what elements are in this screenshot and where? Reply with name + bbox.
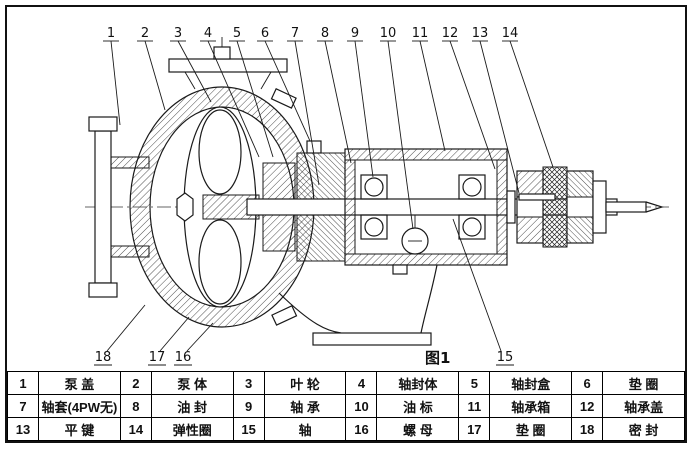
part-name-cell: 泵 体: [150, 371, 234, 395]
drawing-area: 1 2 3 4 5 6 7 8 9 10 11 12 13 14 18 17 1…: [7, 7, 685, 371]
callout-label-11: 11: [412, 26, 429, 41]
callout-label-10: 10: [380, 26, 397, 41]
callout-label-15: 15: [497, 350, 514, 365]
oil-gauge: [401, 215, 429, 255]
bearing-right: [458, 174, 486, 240]
parts-table-row-2: 7 轴套(4PW无) 8 油 封 9 轴 承 10 油 标 11 轴承箱 12 …: [7, 394, 685, 418]
callout-label-2: 2: [141, 26, 149, 41]
part-number-cell: 4: [345, 371, 378, 395]
parts-table-row-3: 13 平 键 14 弹性圈 15 轴 16 螺 母 17 垫 圈 18 密 封: [7, 417, 685, 441]
callout-label-1: 1: [107, 26, 115, 41]
coupling-right-hub: [566, 170, 594, 244]
part-name-cell: 油 标: [376, 394, 460, 418]
callout-label-13: 13: [472, 26, 489, 41]
part-name-cell: 垫 圈: [602, 371, 685, 395]
part-number-cell: 17: [458, 417, 491, 441]
gland-bolt: [306, 140, 322, 154]
part-number-cell: 6: [571, 371, 604, 395]
part-number-cell: 5: [458, 371, 491, 395]
callout-label-12: 12: [442, 26, 459, 41]
drain-plug: [392, 264, 408, 275]
callout-label-9: 9: [351, 26, 359, 41]
bearing-housing: [344, 148, 508, 275]
part-number-cell: 7: [7, 394, 39, 418]
part-name-cell: 轴: [263, 417, 347, 441]
callout-label-3: 3: [174, 26, 182, 41]
part-name-cell: 平 键: [38, 417, 121, 441]
part-number-cell: 11: [458, 394, 491, 418]
callout-label-4: 4: [204, 26, 212, 41]
part-name-cell: 轴承箱: [489, 394, 573, 418]
callout-label-6: 6: [261, 26, 269, 41]
part-name-cell: 螺 母: [376, 417, 460, 441]
coupling: [506, 166, 665, 248]
part-number-cell: 8: [119, 394, 152, 418]
part-number-cell: 12: [571, 394, 604, 418]
callout-label-18: 18: [95, 350, 112, 365]
bearing-left: [360, 174, 388, 240]
lock-nut: [506, 190, 516, 224]
callout-label-7: 7: [291, 26, 299, 41]
figure-label: 图1: [425, 349, 450, 367]
part-name-cell: 密 封: [602, 417, 685, 441]
part-name-cell: 弹性圈: [150, 417, 234, 441]
callout-label-16: 16: [175, 350, 192, 365]
part-number-cell: 3: [232, 371, 265, 395]
parts-table-row-1: 1 泵 盖 2 泵 体 3 叶 轮 4 轴封体 5 轴封盒 6 垫 圈: [7, 371, 685, 395]
part-number-cell: 10: [345, 394, 378, 418]
part-number-cell: 1: [7, 371, 39, 395]
part-number-cell: 13: [7, 417, 39, 441]
callout-label-17: 17: [149, 350, 166, 365]
impeller-nut: [176, 192, 194, 222]
part-name-cell: 轴封体: [376, 371, 460, 395]
part-number-cell: 9: [232, 394, 265, 418]
part-name-cell: 泵 盖: [38, 371, 121, 395]
part-name-cell: 轴承盖: [602, 394, 685, 418]
part-name-cell: 轴套(4PW无): [38, 394, 121, 418]
part-number-cell: 14: [119, 417, 152, 441]
callout-label-5: 5: [233, 26, 241, 41]
callout-leaders-bottom: [94, 218, 514, 366]
callout-leaders-top: [103, 40, 554, 230]
part-name-cell: 油 封: [150, 394, 234, 418]
flat-key: [518, 193, 556, 201]
parts-table: 1 泵 盖 2 泵 体 3 叶 轮 4 轴封体 5 轴封盒 6 垫 圈 7 轴套…: [7, 371, 685, 441]
callouts-top: 1 2 3 4 5 6 7 8 9 10 11 12 13 14: [107, 26, 518, 41]
callout-label-8: 8: [321, 26, 329, 41]
part-number-cell: 18: [571, 417, 604, 441]
drawing-sheet: 1 2 3 4 5 6 7 8 9 10 11 12 13 14 18 17 1…: [5, 5, 687, 443]
part-number-cell: 16: [345, 417, 378, 441]
coupling-left-hub: [516, 170, 544, 244]
shaft-seal-assembly: [262, 140, 346, 262]
elastic-ring: [542, 166, 568, 248]
pump-cross-section-drawing: 1 2 3 4 5 6 7 8 9 10 11 12 13 14 18 17 1…: [85, 26, 669, 367]
part-name-cell: 叶 轮: [263, 371, 347, 395]
part-name-cell: 轴 承: [263, 394, 347, 418]
part-name-cell: 轴封盒: [489, 371, 573, 395]
callout-label-14: 14: [502, 26, 519, 41]
callouts-bottom: 18 17 16 15: [95, 350, 514, 365]
part-number-cell: 15: [232, 417, 265, 441]
part-number-cell: 2: [119, 371, 152, 395]
part-name-cell: 垫 圈: [489, 417, 573, 441]
support-foot: [278, 264, 438, 346]
shaft-end: [605, 201, 647, 213]
discharge-flange: [168, 37, 288, 90]
